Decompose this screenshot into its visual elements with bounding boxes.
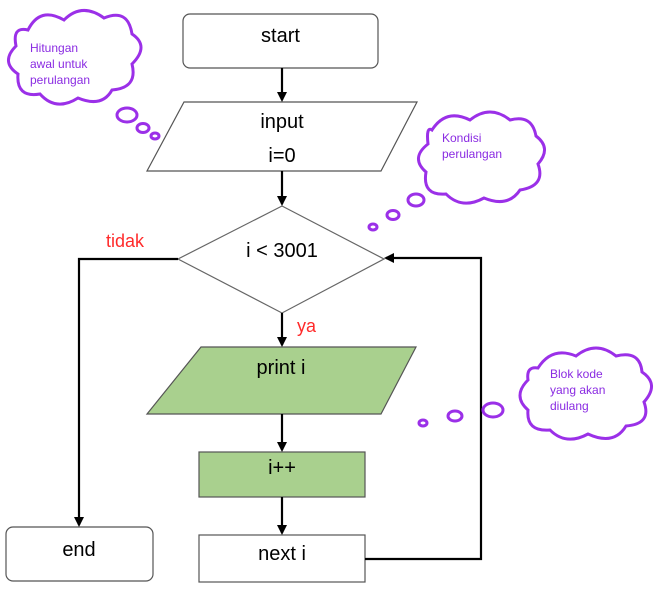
- next-node: next i: [198, 534, 366, 583]
- input-node: input i=0: [145, 101, 418, 172]
- branch-no-label: tidak: [106, 231, 145, 251]
- callout-init: Hitungan awal untuk perulangan: [7, 9, 161, 141]
- end-node: end: [5, 526, 154, 582]
- callout-condition: Kondisi perulangan: [367, 110, 546, 232]
- callout-init-line-2: awal untuk: [30, 57, 88, 71]
- callout-body-line-3: diulang: [550, 399, 589, 413]
- end-label: end: [62, 539, 95, 561]
- print-label: print i: [257, 357, 306, 379]
- input-label: input: [260, 111, 304, 133]
- connectors: [74, 68, 483, 561]
- input-init-label: i=0: [268, 145, 295, 167]
- increment-label: i++: [268, 457, 296, 479]
- decision-node: i < 3001: [176, 205, 386, 314]
- print-node: print i: [145, 346, 417, 415]
- callout-body-line-2: yang akan: [550, 383, 605, 397]
- next-label: next i: [258, 543, 306, 565]
- callout-init-line-3: perulangan: [30, 73, 90, 87]
- decision-label: i < 3001: [246, 240, 318, 262]
- callout-body-line-1: Blok kode: [550, 367, 603, 381]
- arrow-decision-end: [74, 257, 178, 527]
- start-label: start: [261, 25, 300, 47]
- callout-condition-line-1: Kondisi: [442, 131, 481, 145]
- branch-yes-label: ya: [297, 316, 317, 336]
- increment-node: i++: [198, 451, 366, 498]
- callout-init-line-1: Hitungan: [30, 41, 78, 55]
- callout-body: Blok kode yang akan diulang: [417, 346, 653, 441]
- arrow-loop-back: [365, 253, 483, 561]
- start-node: start: [182, 13, 379, 69]
- callout-condition-line-2: perulangan: [442, 147, 502, 161]
